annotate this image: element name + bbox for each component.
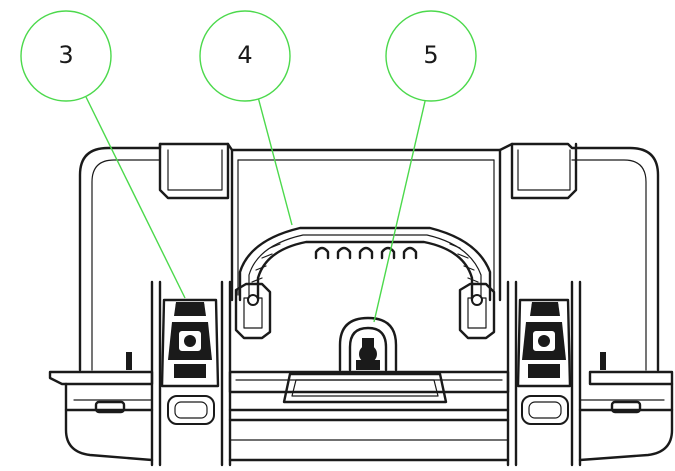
callout-circle: [385, 10, 477, 102]
leader-line-3: [85, 96, 186, 299]
callout-5: 5: [385, 10, 477, 102]
latch-right: [506, 280, 582, 467]
leader-line-5: [373, 96, 427, 323]
lock-ring: [338, 316, 398, 372]
callout-leaders: [85, 96, 427, 323]
callout-label: 3: [58, 41, 73, 69]
latch-left: [150, 280, 232, 467]
case-body: [78, 142, 660, 372]
bumper-rail: [48, 352, 674, 462]
callout-label: 5: [423, 41, 438, 69]
callout-label: 4: [237, 41, 252, 69]
callout-circle: [20, 10, 112, 102]
callout-3: 3: [20, 10, 112, 102]
callout-circle: [199, 10, 291, 102]
carry-handle: [234, 226, 496, 340]
leader-line-4: [257, 96, 293, 226]
callout-4: 4: [199, 10, 291, 102]
